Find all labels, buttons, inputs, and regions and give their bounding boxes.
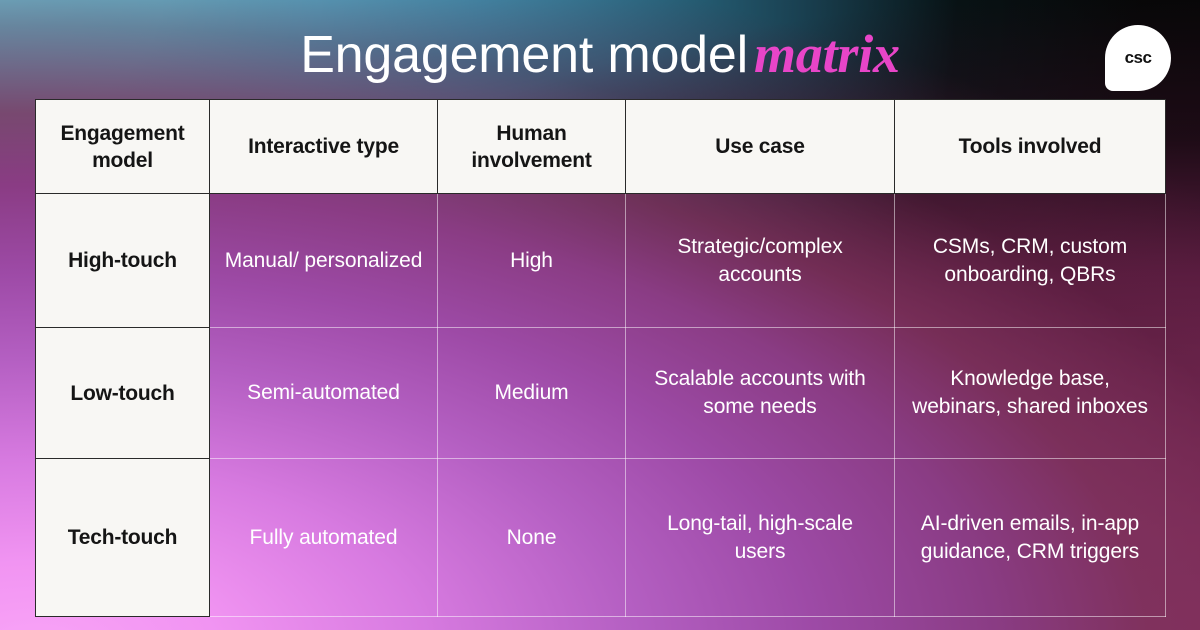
- cell-use-case: Scalable accounts with some needs: [625, 327, 895, 459]
- column-header-tools-involved: Tools involved: [894, 99, 1166, 194]
- cell-tools-involved: Knowledge base, webinars, shared inboxes: [894, 327, 1166, 459]
- csc-logo: csc: [1105, 25, 1171, 91]
- cell-engagement-model: Tech-touch: [35, 458, 210, 617]
- column-header-human-involvement: Human involvement: [437, 99, 626, 194]
- cell-engagement-model: Low-touch: [35, 327, 210, 459]
- cell-engagement-model: High-touch: [35, 193, 210, 328]
- cell-use-case: Strategic/complex accounts: [625, 193, 895, 328]
- cell-interactive-type: Semi-automated: [209, 327, 438, 459]
- column-header-use-case: Use case: [625, 99, 895, 194]
- cell-tools-involved: CSMs, CRM, custom onboarding, QBRs: [894, 193, 1166, 328]
- page-title-main: Engagement model: [300, 26, 748, 84]
- column-header-interactive-type: Interactive type: [209, 99, 438, 194]
- column-header-engagement-model: Engagement model: [35, 99, 210, 194]
- csc-logo-text: csc: [1124, 47, 1152, 67]
- cell-human-involvement: High: [437, 193, 626, 328]
- cell-interactive-type: Fully automated: [209, 458, 438, 617]
- cell-interactive-type: Manual/ personalized: [209, 193, 438, 328]
- cell-use-case: Long-tail, high-scale users: [625, 458, 895, 617]
- table-header-row: Engagement model Interactive type Human …: [35, 99, 1166, 194]
- cell-tools-involved: AI-driven emails, in-app guidance, CRM t…: [894, 458, 1166, 617]
- cell-human-involvement: Medium: [437, 327, 626, 459]
- table-row: Low-touch Semi-automated Medium Scalable…: [35, 327, 1166, 459]
- page-title-accent: matrix: [753, 24, 900, 84]
- table-row: Tech-touch Fully automated None Long-tai…: [35, 458, 1166, 617]
- table-row: High-touch Manual/ personalized High Str…: [35, 193, 1166, 328]
- engagement-model-matrix-table: Engagement model Interactive type Human …: [35, 99, 1166, 617]
- cell-human-involvement: None: [437, 458, 626, 617]
